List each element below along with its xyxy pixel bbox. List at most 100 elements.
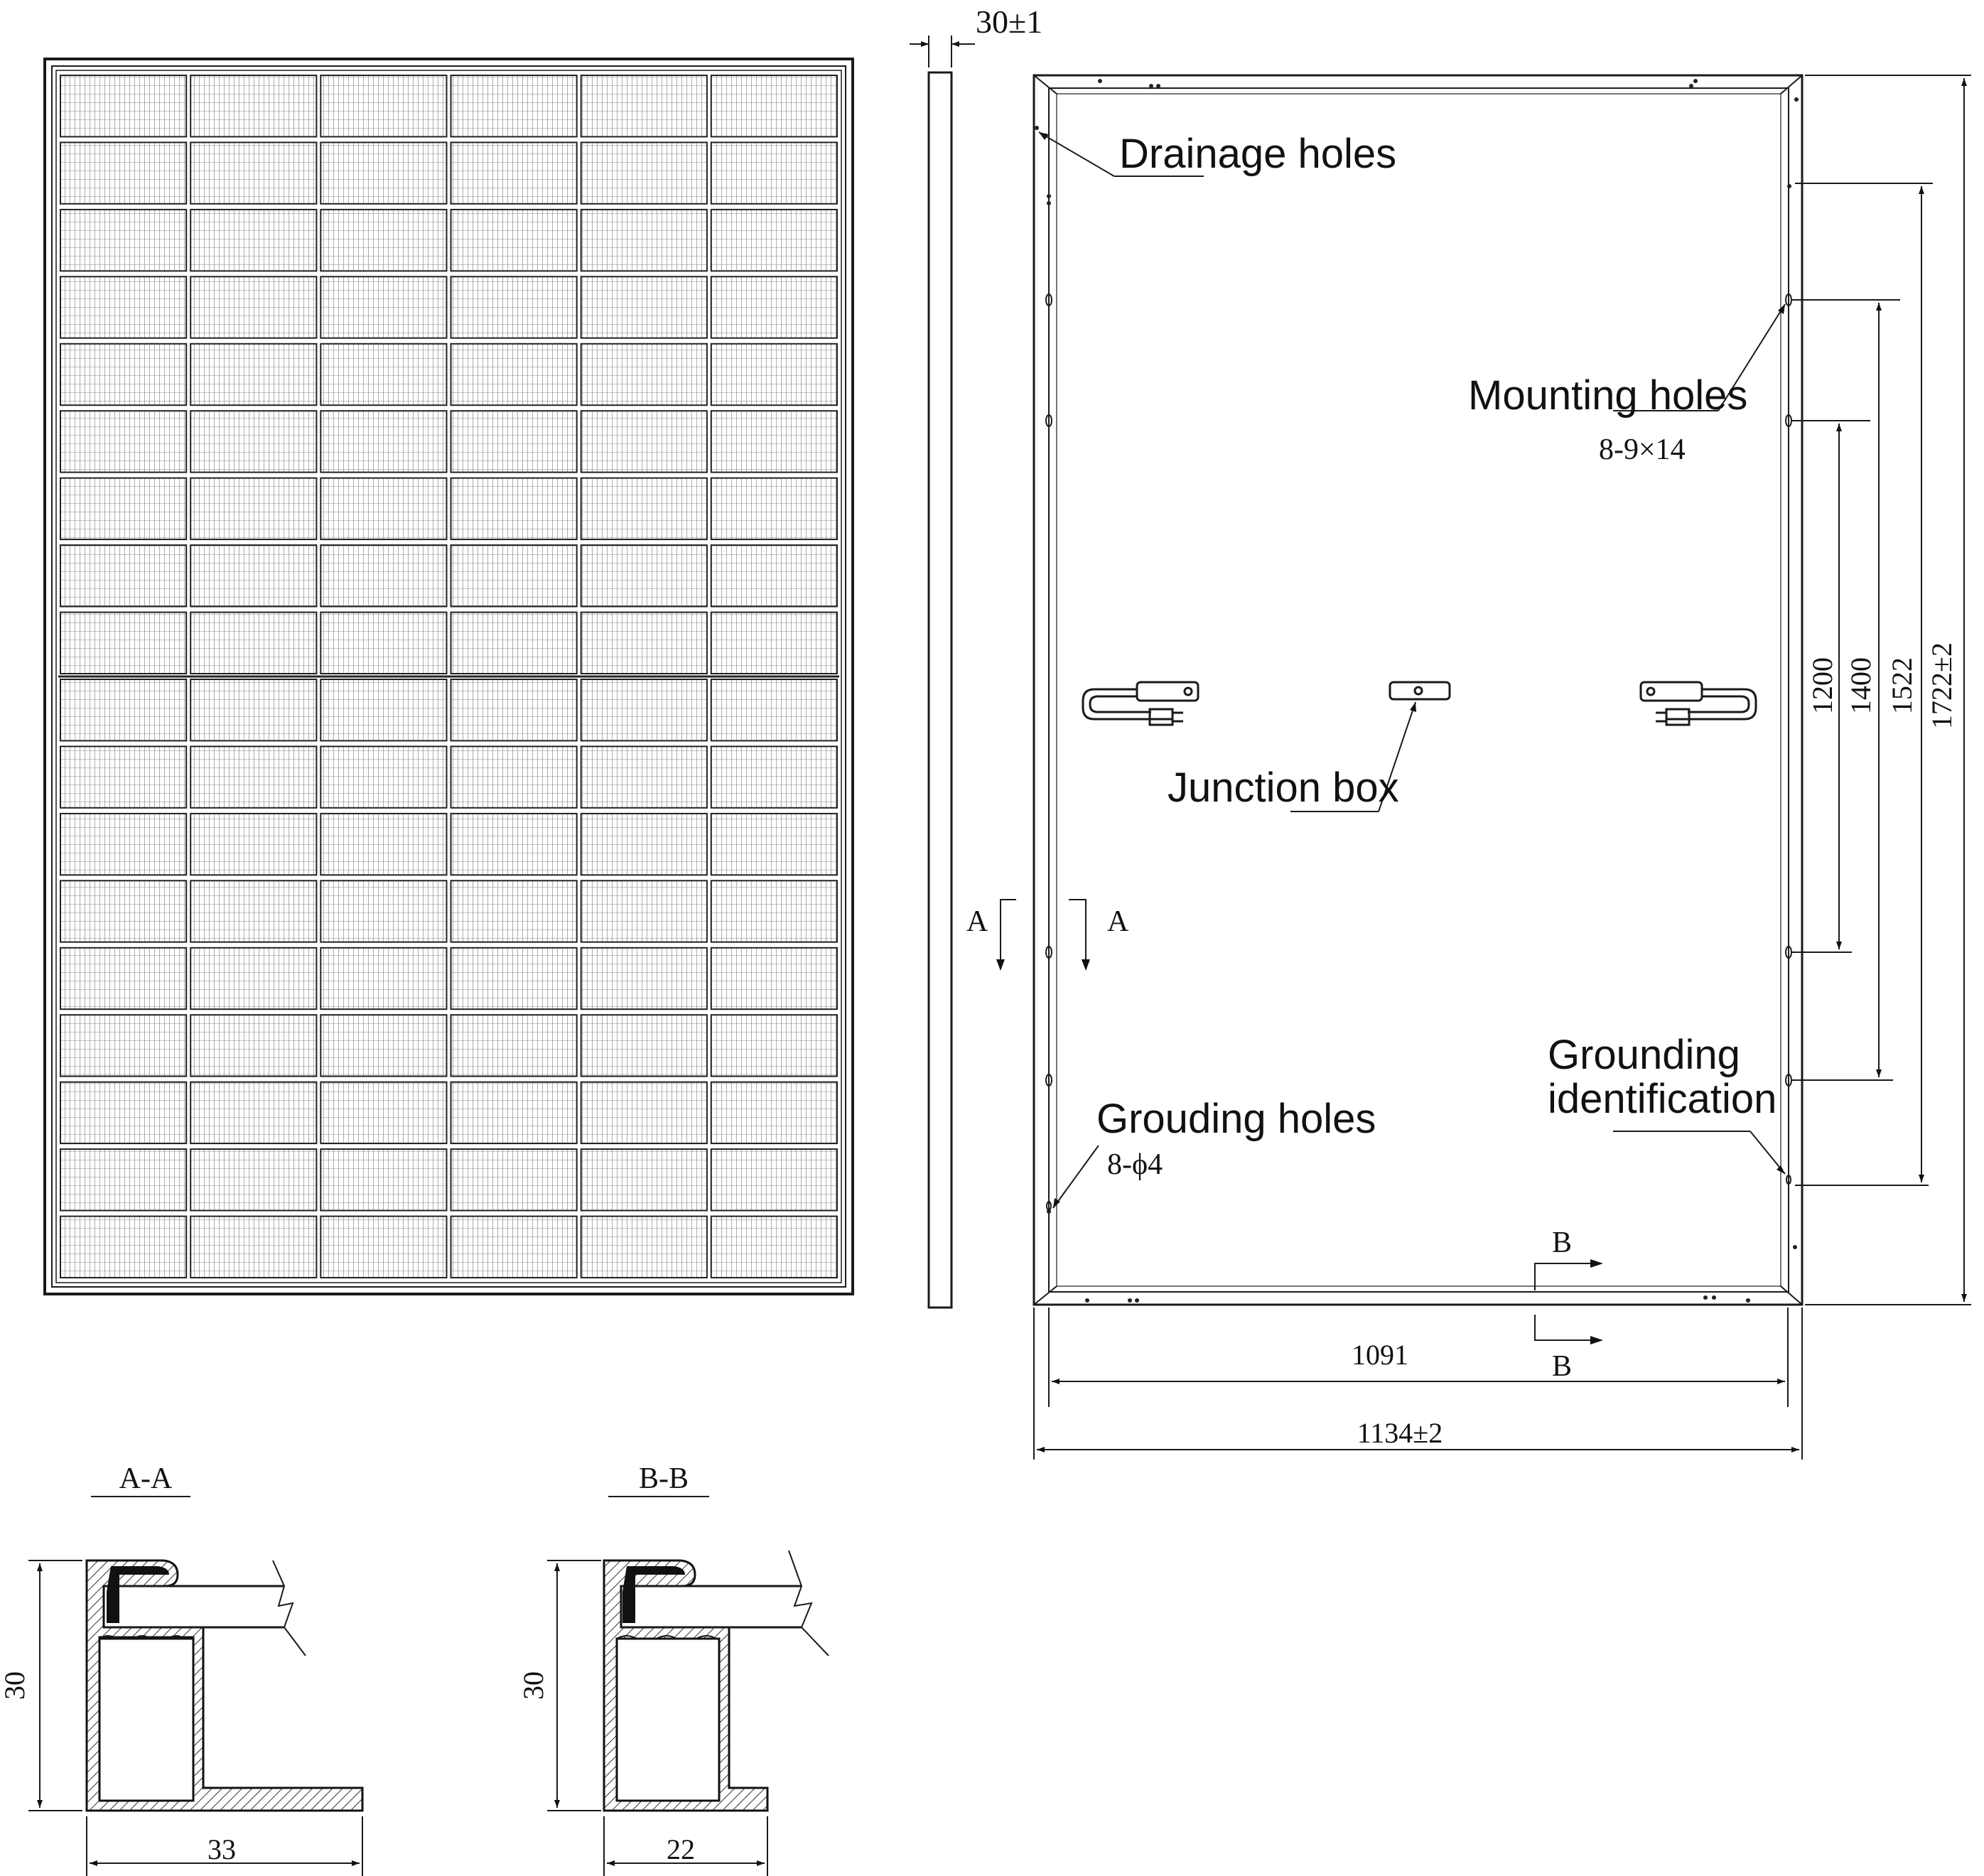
solar-cell [580, 1081, 708, 1145]
grounding-holes-spec: 8-ϕ4 [1107, 1148, 1163, 1181]
solar-cell [60, 679, 188, 742]
junction-box-group [1082, 681, 1757, 726]
solar-cell [320, 1014, 448, 1077]
section-bb-width: 22 [667, 1833, 695, 1865]
solar-cell [190, 141, 318, 205]
solar-cell [60, 477, 188, 541]
solar-cell [60, 611, 188, 674]
mounting-holes-label: Mounting holes [1468, 372, 1747, 419]
solar-cell [320, 812, 448, 876]
cell-grid [58, 75, 839, 1278]
side-view: 30±1 [910, 4, 1042, 1309]
solar-cell [450, 947, 578, 1010]
section-aa-title: A-A [119, 1462, 173, 1495]
solar-cell [190, 947, 318, 1010]
solar-cell [190, 1148, 318, 1212]
solar-cell [190, 477, 318, 541]
solar-cell [190, 410, 318, 473]
solar-cell [60, 1148, 188, 1212]
solar-cell [580, 679, 708, 742]
solar-cell [60, 947, 188, 1010]
section-aa-width: 33 [207, 1833, 236, 1865]
solar-cell [450, 343, 578, 406]
solar-cell [190, 745, 318, 809]
dimension-1400: 1400 [1845, 657, 1877, 714]
solar-cell [450, 880, 578, 943]
solar-cell [450, 276, 578, 339]
solar-cell [190, 880, 318, 943]
solar-cell [60, 208, 188, 272]
solar-cell [580, 141, 708, 205]
solar-cell [580, 276, 708, 339]
solar-cell [450, 141, 578, 205]
solar-cell [320, 947, 448, 1010]
solar-cell [60, 410, 188, 473]
grounding-identification-label-1: Grounding [1548, 1032, 1740, 1078]
solar-cell [60, 141, 188, 205]
solar-cell [710, 880, 838, 943]
solar-cell [60, 1014, 188, 1077]
solar-cell [450, 544, 578, 608]
solar-cell [450, 679, 578, 742]
solar-cell [710, 1148, 838, 1212]
solar-cell [580, 745, 708, 809]
solar-cell [60, 880, 188, 943]
front-view-panel [43, 58, 854, 1295]
solar-cell [580, 1014, 708, 1077]
thickness-dimension: 30±1 [976, 4, 1042, 40]
section-a-mark-right: A [1107, 905, 1129, 938]
solar-cell [320, 343, 448, 406]
solar-cell [60, 544, 188, 608]
solar-cell [320, 745, 448, 809]
solar-cell [450, 410, 578, 473]
solar-cell [60, 1215, 188, 1278]
section-a-mark-left: A [966, 905, 988, 938]
solar-cell [190, 611, 318, 674]
dimension-1522: 1522 [1886, 657, 1918, 714]
solar-cell [710, 276, 838, 339]
solar-cell [320, 679, 448, 742]
solar-cell [450, 477, 578, 541]
solar-cell [710, 410, 838, 473]
solar-cell [710, 141, 838, 205]
dimension-1200: 1200 [1806, 657, 1838, 714]
solar-cell [450, 1215, 578, 1278]
grounding-holes-label: Grouding holes [1096, 1096, 1376, 1142]
solar-cell [580, 880, 708, 943]
solar-cell [710, 208, 838, 272]
solar-cell [60, 745, 188, 809]
solar-cell [60, 1081, 188, 1145]
solar-cell [580, 1215, 708, 1278]
grounding-identification-label-2: identification [1548, 1076, 1777, 1122]
solar-cell [450, 208, 578, 272]
solar-cell [190, 1081, 318, 1145]
solar-cell [190, 544, 318, 608]
junction-box-label: Junction box [1168, 765, 1399, 811]
solar-cell [710, 1215, 838, 1278]
solar-cell [60, 812, 188, 876]
solar-cell [710, 75, 838, 138]
solar-cell [190, 812, 318, 876]
solar-cell [320, 880, 448, 943]
section-b-b: B-B 30 22 [517, 1462, 829, 1876]
solar-cell [580, 947, 708, 1010]
section-bb-title: B-B [639, 1462, 689, 1495]
solar-cell [190, 1014, 318, 1077]
solar-cell [320, 276, 448, 339]
solar-cell [450, 1148, 578, 1212]
solar-cell [320, 611, 448, 674]
solar-cell [710, 812, 838, 876]
solar-cell [450, 812, 578, 876]
mounting-holes-spec: 8-9×14 [1599, 433, 1686, 466]
solar-cell [580, 343, 708, 406]
solar-cell [190, 75, 318, 138]
solar-cell [450, 1081, 578, 1145]
solar-cell [710, 679, 838, 742]
solar-cell [450, 1014, 578, 1077]
solar-cell [190, 276, 318, 339]
solar-cell [710, 947, 838, 1010]
solar-cell [60, 276, 188, 339]
solar-cell [580, 1148, 708, 1212]
solar-cell [60, 75, 188, 138]
section-bb-height: 30 [517, 1671, 549, 1700]
